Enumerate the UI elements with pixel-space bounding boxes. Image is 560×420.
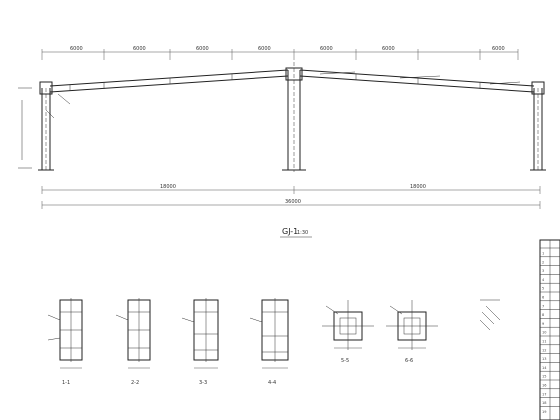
dim-top-1: 6000 (70, 46, 83, 52)
section-1-1: 1-1 (47, 298, 83, 386)
table-row-number: 7 (542, 304, 544, 308)
table-row-number: 10 (542, 331, 546, 335)
dim-top-5: 6000 (320, 46, 333, 52)
frame-title: GJ-1 (282, 227, 298, 236)
table-row-number: 12 (542, 348, 546, 352)
table-row-number: 13 (542, 357, 546, 361)
table-row-number: 8 (542, 313, 544, 317)
section-3-3: 3-3 (181, 298, 219, 386)
callout-leaders (45, 71, 521, 119)
table-row-number: 3 (542, 269, 544, 273)
section-label-6-6: 6-6 (405, 358, 413, 364)
table-row-number: 6 (542, 296, 544, 300)
elevation-marks (18, 87, 32, 169)
drawing-title: GJ-1 1:30 (280, 227, 312, 238)
section-6-6: 6-6 (386, 300, 438, 364)
table-row-number: 17 (542, 392, 546, 396)
right-column (530, 81, 546, 171)
section-label-2-2: 2-2 (131, 380, 139, 386)
table-row-number: 11 (542, 340, 546, 344)
table-row-number: 15 (542, 375, 546, 379)
section-label-3-3: 3-3 (199, 380, 207, 386)
table-row-number: 1 (542, 252, 544, 256)
table-row-number: 2 (542, 260, 544, 264)
table-row-number: 16 (542, 384, 546, 388)
table-row-number: 9 (542, 322, 544, 326)
frame-scale: 1:30 (297, 230, 308, 236)
portal-frame-elevation (18, 62, 546, 172)
dim-bottom-1: 18000 (160, 184, 176, 190)
dim-overall: 36000 (285, 199, 301, 205)
bottom-dimension-chain: 18000 18000 36000 (41, 184, 541, 209)
dim-bottom-2: 18000 (410, 184, 426, 190)
table-row-number: 14 (542, 366, 547, 370)
section-label-1-1: 1-1 (62, 380, 70, 386)
section-5-5: 5-5 (322, 300, 374, 364)
section-4-4: 4-4 (249, 298, 289, 386)
center-column (282, 62, 306, 172)
table-row-number: 4 (542, 278, 545, 282)
dim-top-6: 6000 (382, 46, 395, 52)
left-rafter (49, 69, 289, 93)
weld-detail (479, 299, 501, 331)
section-label-4-4: 4-4 (268, 380, 276, 386)
left-column (38, 81, 54, 171)
top-dimension-chain: 6000 6000 6000 6000 6000 6000 6000 (41, 46, 519, 60)
table-row-number: 19 (542, 410, 546, 414)
rafter-stiffeners (69, 74, 481, 91)
section-2-2: 2-2 (115, 298, 151, 386)
dim-top-2: 6000 (133, 46, 146, 52)
dim-top-4: 6000 (258, 46, 271, 52)
section-label-5-5: 5-5 (341, 358, 349, 364)
table-row-number: 5 (542, 287, 544, 291)
dim-top-3: 6000 (196, 46, 209, 52)
dim-top-7: 6000 (492, 46, 505, 52)
table-row-number: 18 (542, 401, 546, 405)
